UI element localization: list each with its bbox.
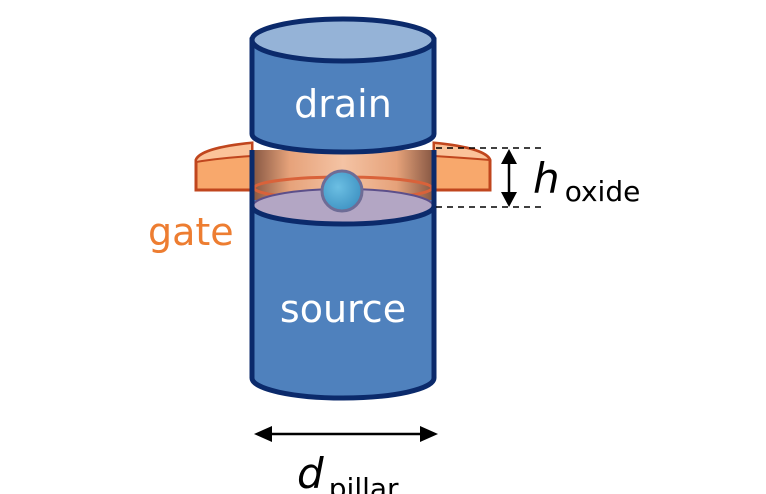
oxide-layer (249, 150, 437, 227)
gate-ring (194, 141, 492, 192)
drain-label: drain (294, 82, 392, 126)
h-symbol: h (533, 154, 560, 203)
drain-body (249, 37, 437, 155)
source-label: source (280, 287, 406, 331)
h-oxide-label: h oxide (533, 154, 640, 208)
h-subscript: oxide (565, 175, 641, 208)
arrow-right-icon (420, 426, 438, 442)
source-pillar (249, 193, 437, 401)
d-pillar-label: d pillar (297, 449, 399, 494)
gate-label: gate (148, 210, 234, 254)
arrow-down-icon (501, 192, 517, 207)
drain-top (249, 16, 437, 64)
quantum-dot (320, 169, 364, 213)
pillar-diameter-dimension: d pillar (254, 426, 438, 494)
drain-pillar (249, 16, 437, 155)
gate-ring-left-top (195, 141, 253, 164)
source-top-rim (249, 205, 437, 227)
d-symbol: d (297, 449, 324, 494)
oxide-height-dimension: h oxide (436, 147, 640, 208)
arrow-left-icon (254, 426, 272, 442)
d-subscript: pillar (329, 472, 399, 494)
source-body (249, 193, 437, 401)
arrow-up-icon (501, 149, 517, 164)
